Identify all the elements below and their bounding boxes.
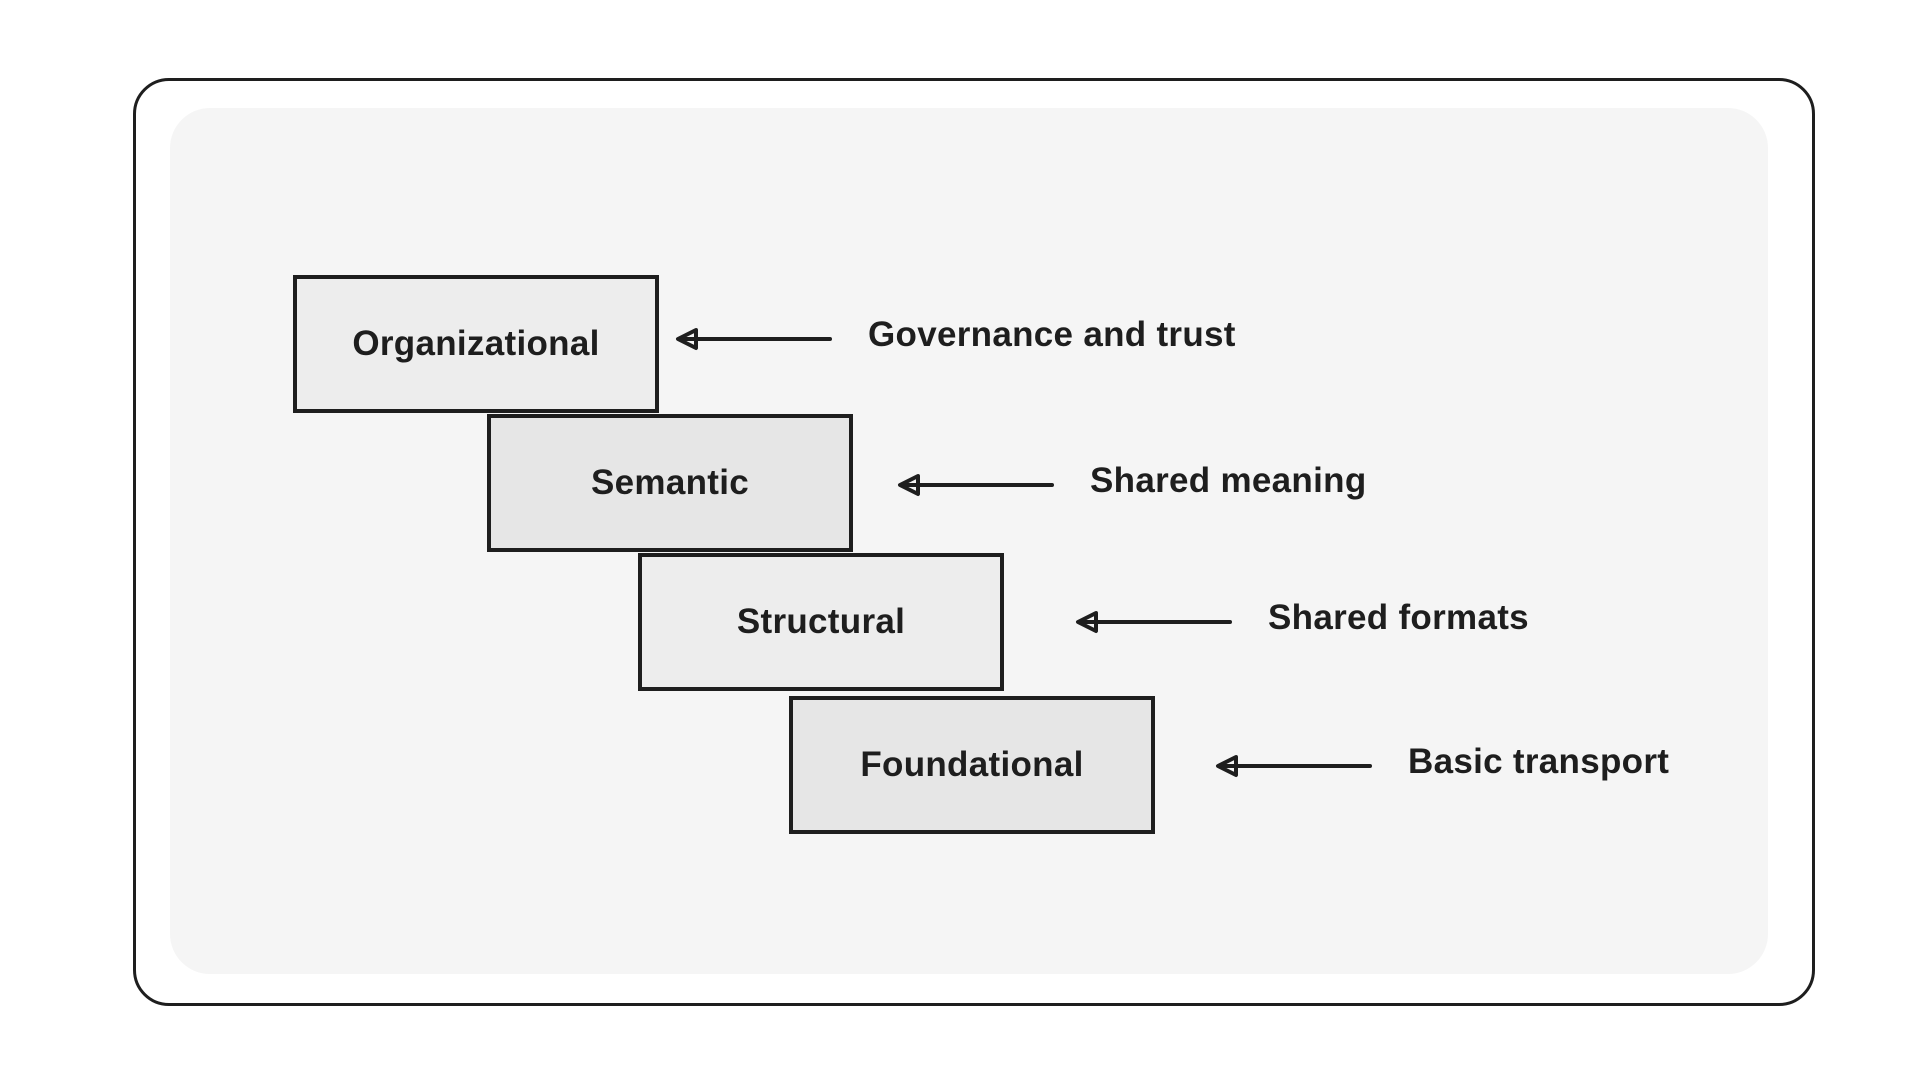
arrow-left-icon (1216, 755, 1372, 777)
layer-label: Foundational (860, 745, 1084, 784)
layer-label: Semantic (590, 463, 750, 502)
arrow-left-icon (1076, 611, 1232, 633)
layer-description-semantic: Shared meaning (1090, 461, 1367, 500)
layer-box-structural: Structural (638, 553, 1004, 691)
layer-description-foundational: Basic transport (1408, 742, 1670, 781)
layer-label: Structural (736, 602, 906, 641)
layer-box-semantic: Semantic (487, 414, 853, 552)
arrow-left-icon (676, 328, 832, 350)
layer-box-organizational: Organizational (293, 275, 659, 413)
arrow-left-icon (898, 474, 1054, 496)
layer-box-foundational: Foundational (789, 696, 1155, 834)
layer-label: Organizational (352, 324, 600, 363)
layer-description-organizational: Governance and trust (868, 315, 1236, 354)
layer-description-structural: Shared formats (1268, 598, 1529, 637)
diagram-panel (170, 108, 1768, 974)
